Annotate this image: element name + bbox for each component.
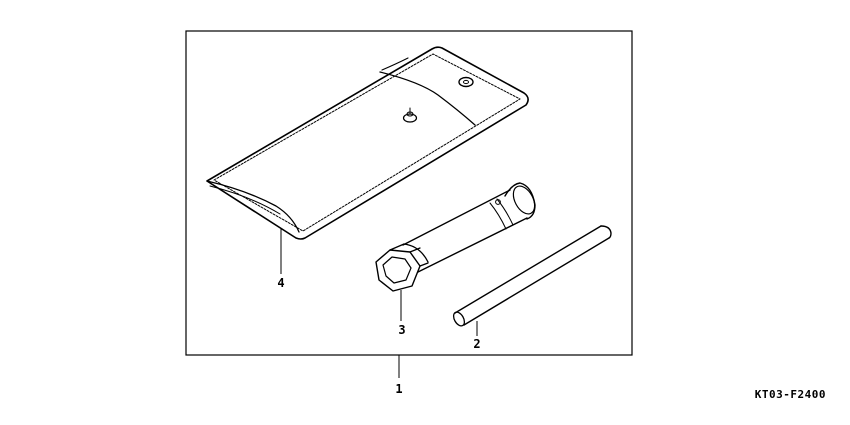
socket-wrench-drawing [375,182,536,292]
callout-bag-number: 4 [277,276,284,290]
diagram-reference-code: KT03-F2400 [754,388,826,401]
callout-bar-number: 2 [473,337,480,351]
tommy-bar-drawing [452,225,612,327]
callout-set-number: 1 [395,382,402,396]
kit-frame [185,30,633,356]
callout-wrench-number: 3 [398,323,405,337]
tool-bag-drawing [206,46,529,240]
leader-lines [280,229,478,378]
